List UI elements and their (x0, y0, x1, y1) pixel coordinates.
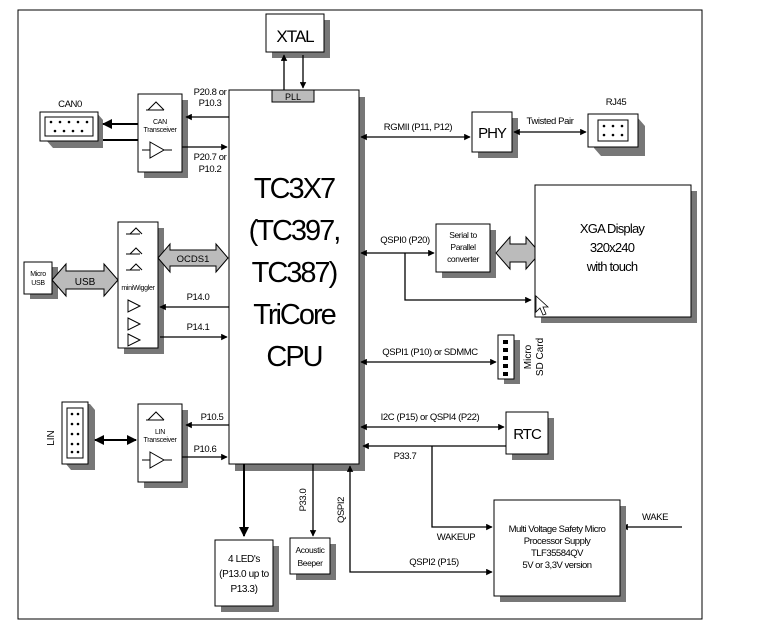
qspi2-line (346, 465, 493, 576)
cpu-block: TC3X7 (TC397, TC387) TriCore CPU (228, 89, 365, 471)
cpu-core: TriCore (253, 299, 335, 331)
xga-display: XGA Display 320x240 with touch (534, 184, 697, 323)
sd-label-2: SD Card (535, 338, 546, 376)
miniwiggler-label: miniWiggler (121, 285, 155, 292)
cpu-variant-1: (TC397, (249, 215, 340, 247)
p337-label: P33.7 (394, 451, 417, 462)
can0-label: CAN0 (58, 99, 82, 110)
beeper-pin-label: P33.0 (298, 488, 309, 511)
lin-label: LIN (46, 430, 57, 446)
can-tx-pin-2: P10.3 (199, 98, 222, 109)
qspi1-label: QSPI1 (P10) or SDMMC (382, 347, 478, 358)
can-transceiver-label-2: Transceiver (143, 127, 177, 134)
power-supply-block: Multi Voltage Safety Micro Processor Sup… (493, 499, 626, 602)
can-tx-pin-1: P20.8 or (194, 87, 227, 98)
micro-usb-label-1: Micro (30, 271, 46, 278)
can-rx-pin-2: P10.2 (199, 164, 222, 175)
leds-block: 4 LED's (P13.0 up to P13.3) (214, 539, 279, 612)
sd-label-1: Micro (523, 344, 534, 369)
leds-label-2: (P13.0 up to (219, 569, 270, 580)
power-label-2: Processor Supply (524, 536, 591, 547)
power-label-4: 5V or 3,3V version (522, 560, 591, 571)
rtc-block: RTC (505, 411, 554, 460)
leds-label-1: 4 LED's (228, 554, 260, 565)
leds-label-3: P13.3) (230, 584, 257, 595)
rtc-label: RTC (513, 426, 542, 443)
lin-connector: LIN (46, 401, 95, 470)
lin-transceiver: LIN Transceiver (137, 403, 188, 488)
display-label-3: with touch (586, 259, 638, 274)
beeper-label-1: Acoustic (296, 545, 326, 555)
display-label-1: XGA Display (580, 221, 645, 236)
rj45-connector: RJ45 (587, 97, 645, 156)
phy-block: PHY (471, 111, 518, 158)
phy-label: PHY (478, 125, 507, 142)
rgmii-label: RGMII (P11, P12) (384, 122, 453, 133)
twisted-pair-label: Twisted Pair (527, 116, 574, 127)
qspi0-label: QSPI0 (P20) (380, 235, 430, 246)
cpu-variant-2: TC387) (252, 257, 337, 289)
qspi2-vertical-label: QSPI2 (336, 497, 347, 523)
can-rx-pin-1: P20.7 or (194, 152, 227, 163)
touch-line (404, 253, 532, 304)
micro-usb-connector: Micro USB (23, 261, 58, 299)
p141-label: P14.1 (187, 322, 210, 333)
display-label-2: 320x240 (590, 240, 635, 255)
pll-block: PLL (271, 89, 315, 103)
miniwiggler-block: miniWiggler (117, 221, 164, 354)
cursor-icon (535, 295, 550, 316)
parallel-bus-arrow (495, 235, 541, 271)
converter-label-3: converter (447, 254, 479, 264)
can-transceiver-label-1: CAN (153, 119, 167, 126)
xtal-label: XTAL (276, 27, 314, 46)
wake-label: WAKE (642, 512, 668, 523)
converter-label-1: Serial to (449, 230, 477, 240)
micro-usb-label-2: USB (31, 280, 45, 287)
rj45-label: RJ45 (606, 97, 627, 108)
power-label-3: TLF35584QV (531, 548, 584, 559)
qspi2-label: QSPI2 (P15) (409, 557, 459, 568)
cpu-label: CPU (266, 341, 321, 373)
i2c-label: I2C (P15) or QSPI4 (P22) (381, 412, 480, 423)
sd-card-slot: Micro SD Card (497, 334, 546, 384)
ocds-label: OCDS1 (177, 254, 210, 265)
p106-label: P10.6 (194, 444, 217, 455)
p140-label: P14.0 (187, 292, 210, 303)
lin-transceiver-label-2: Transceiver (143, 437, 177, 444)
cpu-title: TC3X7 (254, 173, 335, 205)
can0-connector: CAN0 (39, 99, 103, 148)
lin-transceiver-label-1: LIN (155, 429, 165, 436)
usb-label: USB (75, 277, 96, 288)
wakeup-label: WAKEUP (437, 532, 475, 543)
xtal-block: XTAL (265, 13, 330, 90)
p105-label: P10.5 (201, 412, 224, 423)
ocds-arrow (157, 242, 229, 274)
pll-label: PLL (285, 92, 301, 102)
serial-parallel-converter: Serial to Parallel converter (435, 223, 496, 278)
beeper-block: Acoustic Beeper (289, 537, 336, 580)
diagram-frame (17, 9, 703, 620)
wakeup-line (431, 446, 493, 531)
can-transceiver: CAN Transceiver (137, 93, 188, 178)
beeper-label-2: Beeper (297, 558, 323, 568)
power-label-1: Multi Voltage Safety Micro (509, 524, 606, 535)
converter-label-2: Parallel (450, 242, 476, 252)
